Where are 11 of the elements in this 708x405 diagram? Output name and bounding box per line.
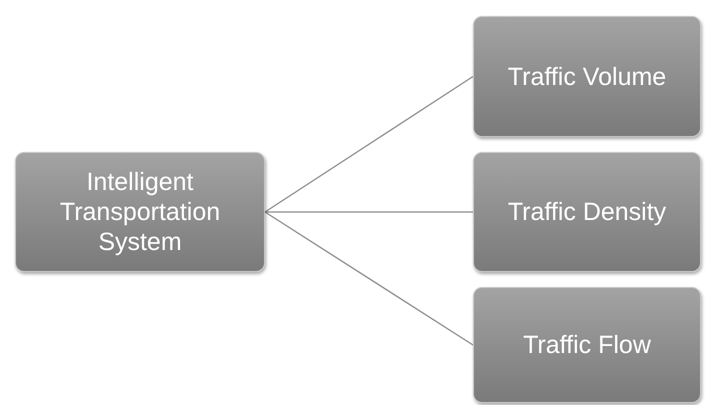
connector-line (265, 211, 473, 213)
process-box (473, 16, 701, 137)
node-label: Traffic Volume (508, 62, 666, 92)
node-label: Traffic Flow (523, 330, 651, 360)
node-label: Intelligent Transportation System (58, 167, 222, 257)
connector-line (264, 211, 474, 346)
process-box (473, 152, 701, 272)
node-label: Traffic Density (508, 197, 666, 227)
connector-line (264, 76, 474, 213)
process-box (15, 152, 265, 272)
process-box (473, 287, 701, 403)
